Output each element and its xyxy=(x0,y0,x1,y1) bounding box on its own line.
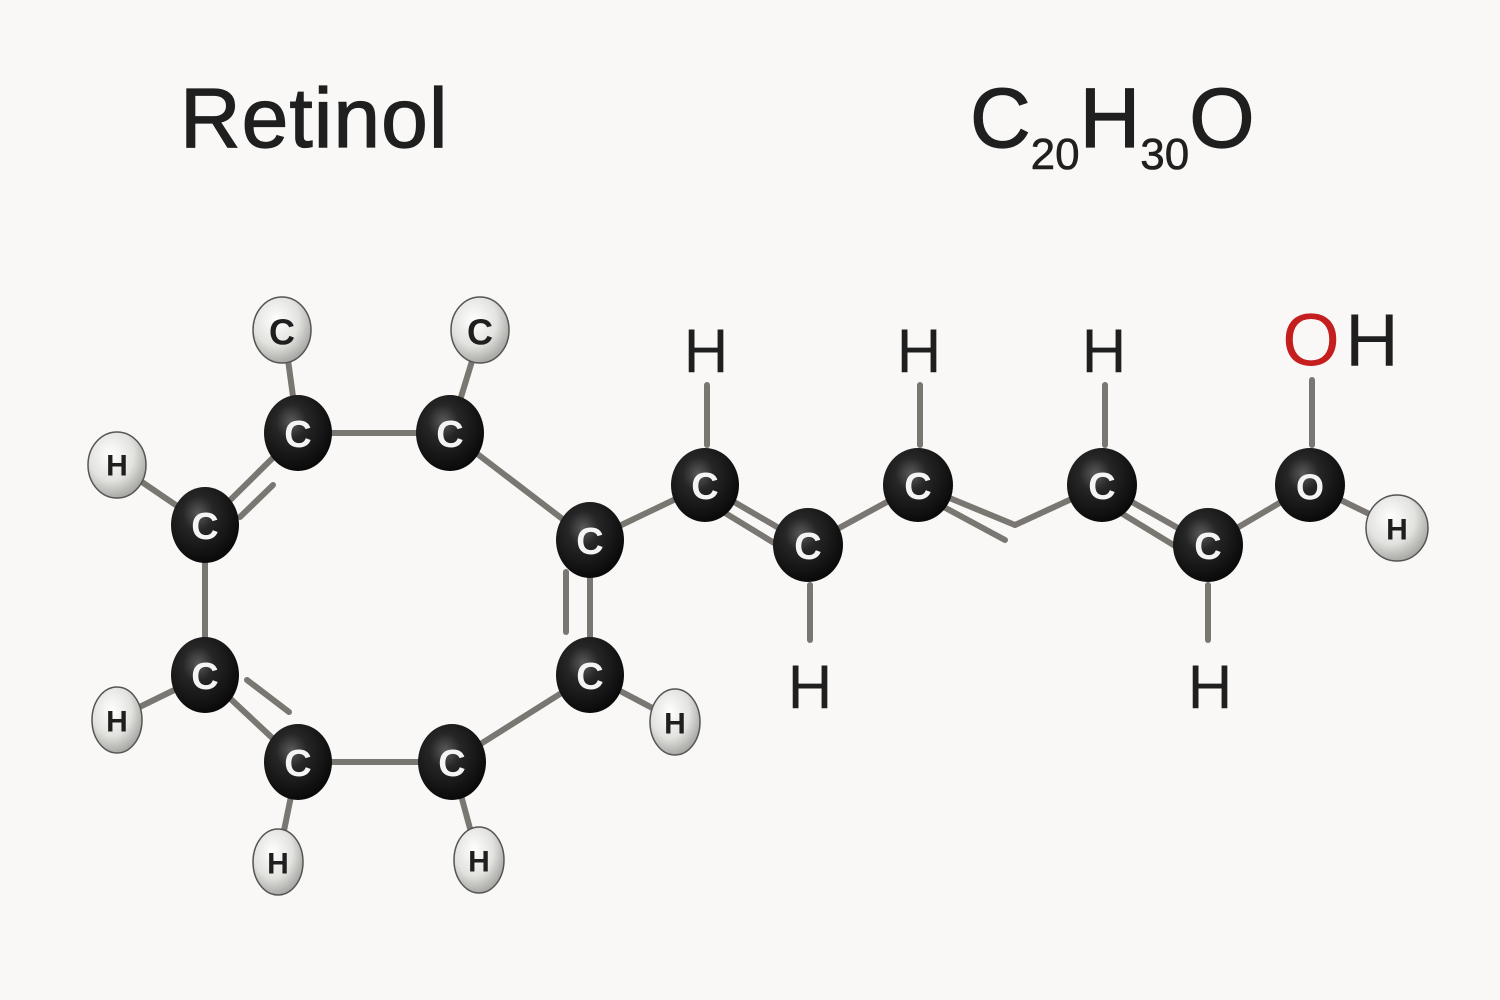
ring-carbon-atom: C xyxy=(264,395,332,471)
hydrogen-atom: H xyxy=(649,688,701,756)
ring-carbon-atom: C xyxy=(171,637,239,713)
oxygen-atom: O xyxy=(1275,448,1345,522)
svg-text:C: C xyxy=(191,656,218,698)
free-hydrogen-labels: H H H H H xyxy=(684,318,1233,723)
svg-text:C: C xyxy=(284,743,311,785)
svg-text:C: C xyxy=(1088,466,1115,508)
formula-symbol-c: C xyxy=(969,70,1031,165)
hydrogen-atom: H xyxy=(252,828,304,896)
formula-count-c: 20 xyxy=(1030,130,1080,180)
chain-carbon-atom: C xyxy=(1067,448,1137,522)
svg-text:C: C xyxy=(269,312,295,353)
chain-carbon-atom: C xyxy=(773,508,843,582)
formula-count-h: 30 xyxy=(1140,130,1190,180)
ring-carbon-atom: C xyxy=(264,724,332,800)
svg-text:C: C xyxy=(1194,526,1221,568)
methyl-carbon-atom-1: C xyxy=(252,296,312,364)
chain-carbon-atom: C xyxy=(883,448,953,522)
hydroxyl-hydrogen-label: H xyxy=(1345,299,1398,382)
chain-carbon-atom: C xyxy=(671,448,739,522)
svg-text:C: C xyxy=(904,466,931,508)
svg-text:H: H xyxy=(106,450,128,483)
hydrogen-label: H xyxy=(788,654,833,723)
molecule-name: Retinol xyxy=(179,70,449,165)
ring-carbon-atom: C xyxy=(418,724,486,800)
hydroxyl-label: O H xyxy=(1282,299,1399,382)
ring-carbon-atom: C xyxy=(416,395,484,471)
svg-text:C: C xyxy=(576,521,603,563)
svg-text:H: H xyxy=(106,706,128,739)
svg-text:H: H xyxy=(1386,514,1408,547)
svg-text:C: C xyxy=(191,506,218,548)
svg-text:C: C xyxy=(467,312,493,353)
formula-symbol-o: O xyxy=(1189,70,1256,165)
svg-text:C: C xyxy=(438,743,465,785)
svg-text:C: C xyxy=(691,466,718,508)
hydrogen-atom: H xyxy=(453,826,505,894)
hydroxyl-hydrogen-atom: H xyxy=(1365,494,1429,562)
hydroxyl-oxygen-label: O xyxy=(1282,299,1340,382)
double-bond-line xyxy=(237,482,276,520)
svg-text:C: C xyxy=(576,656,603,698)
hydrogen-label: H xyxy=(897,318,942,387)
hydrogen-label: H xyxy=(1082,318,1127,387)
svg-text:H: H xyxy=(468,846,490,879)
double-bond-line xyxy=(244,677,292,715)
chain-carbon-atom: C xyxy=(1173,508,1243,582)
methyl-carbon-atom-2: C xyxy=(450,296,510,364)
ring-carbon-atom: C xyxy=(556,502,624,578)
light-spheres: C C H H H H H H xyxy=(87,296,1429,896)
double-bond-line xyxy=(937,502,1008,543)
svg-text:C: C xyxy=(284,414,311,456)
svg-text:O: O xyxy=(1296,467,1324,508)
hydrogen-label: H xyxy=(1188,654,1233,723)
hydrogen-atom: H xyxy=(91,686,143,754)
hydrogen-atom: H xyxy=(87,431,147,499)
ring-carbon-atom: C xyxy=(171,487,239,563)
svg-text:C: C xyxy=(436,414,463,456)
formula-symbol-h: H xyxy=(1079,70,1141,165)
hydrogen-label: H xyxy=(684,318,729,387)
svg-text:H: H xyxy=(664,708,686,741)
molecular-formula: C20H30O xyxy=(969,70,1256,179)
svg-text:C: C xyxy=(794,526,821,568)
ring-carbon-atom: C xyxy=(556,637,624,713)
svg-text:H: H xyxy=(267,848,289,881)
dark-spheres: C C C C C C C C xyxy=(171,395,1345,800)
